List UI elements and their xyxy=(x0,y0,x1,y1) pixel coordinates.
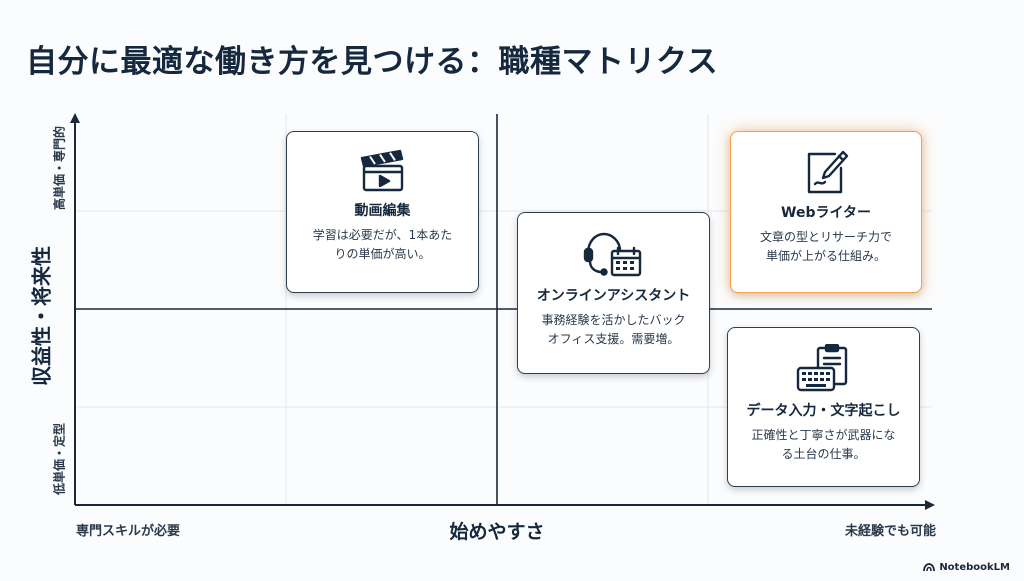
brand-logo: NotebookLM xyxy=(923,562,1010,573)
clapperboard-icon xyxy=(360,149,403,192)
card-web-writer: Webライター 文章の型とリサーチ力で 単価が上がる仕組み。 xyxy=(730,131,922,293)
notebooklm-icon xyxy=(923,563,936,572)
card-online-assistant-desc: 事務経験を活かしたバック オフィス支援。需要増。 xyxy=(541,313,686,346)
card-data-entry-name: データ入力・文字起こし xyxy=(746,403,901,419)
y-axis-low-label: 低単価・定型 xyxy=(52,422,67,496)
pen-writing-icon xyxy=(807,150,849,194)
card-video-editing-name: 動画編集 xyxy=(354,203,411,219)
card-web-writer-name: Webライター xyxy=(781,205,871,221)
brand-name: NotebookLM xyxy=(939,562,1010,573)
x-axis-left-label: 専門スキルが必要 xyxy=(76,524,181,539)
card-video-editing: 動画編集 学習は必要だが、1本あた りの単価が高い。 xyxy=(286,131,479,293)
page-title: 自分に最適な働き方を見つける：職種マトリクス xyxy=(26,44,719,80)
headset-calendar-icon xyxy=(583,232,641,277)
card-web-writer-desc: 文章の型とリサーチ力で 単価が上がる仕組み。 xyxy=(759,230,892,263)
card-online-assistant-name: オンラインアシスタント xyxy=(536,288,691,304)
keyboard-clipboard-icon xyxy=(796,344,847,392)
y-axis-high-label: 高単価・専門的 xyxy=(52,125,67,211)
card-data-entry: データ入力・文字起こし 正確性と丁寧さが武器にな る土台の仕事。 xyxy=(727,327,920,487)
card-video-editing-desc: 学習は必要だが、1本あた りの単価が高い。 xyxy=(312,228,453,261)
card-online-assistant: オンラインアシスタント 事務経験を活かしたバック オフィス支援。需要増。 xyxy=(517,212,710,374)
x-axis-right-label: 未経験でも可能 xyxy=(844,524,936,539)
y-axis-title: 収益性・将来性 xyxy=(29,246,54,386)
x-axis-title: 始めやすさ xyxy=(449,521,545,543)
quadrant-dividers xyxy=(75,114,932,505)
card-data-entry-desc: 正確性と丁寧さが武器にな る土台の仕事。 xyxy=(751,428,896,461)
